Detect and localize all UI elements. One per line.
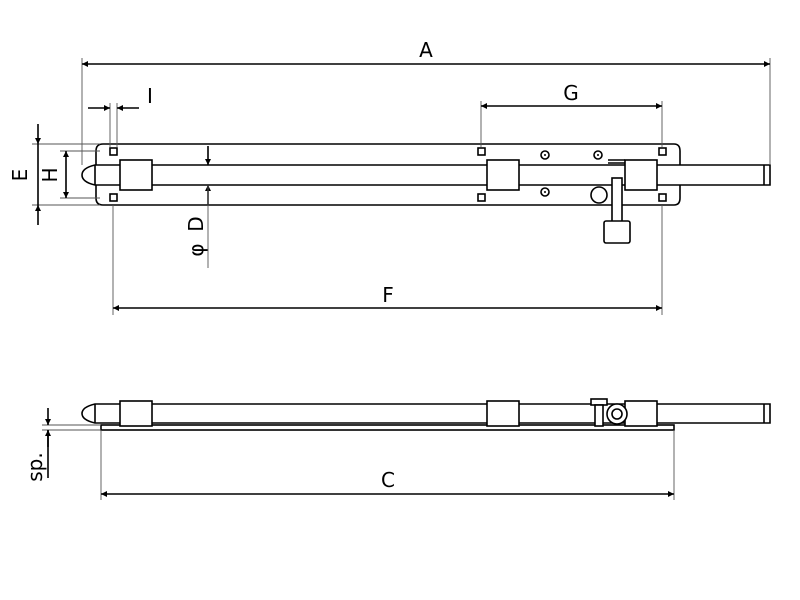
dimension-i: I [88, 84, 153, 147]
dimension-e-label: E [8, 169, 32, 182]
bolt-handle [590, 159, 631, 244]
dimension-c-label: C [381, 468, 395, 492]
side-guide-middle [486, 400, 520, 427]
side-bolt-handle [590, 398, 628, 427]
dimension-d: D φ [184, 146, 211, 268]
dimension-a: A [81, 38, 771, 165]
guide-left [119, 159, 153, 191]
side-guide-right [624, 400, 658, 427]
side-bolt-rod [81, 403, 771, 424]
side-base-plate [100, 424, 675, 431]
dimension-h: H [38, 150, 100, 199]
dimension-i-label: I [147, 84, 153, 108]
dimension-a-label: A [419, 38, 433, 62]
bolt-rod [81, 164, 771, 186]
dimension-sp-label: sp. [23, 452, 47, 481]
dimension-f: F [112, 205, 663, 315]
screw-holes [109, 147, 667, 202]
guide-middle [486, 159, 520, 191]
dimension-h-label: H [38, 167, 62, 182]
dimension-c: C [100, 430, 675, 500]
side-view [81, 398, 771, 431]
base-plate [95, 143, 681, 206]
side-guide-left [119, 400, 153, 427]
dimension-d-label: D [184, 216, 208, 231]
guide-right [624, 159, 658, 191]
dimension-e: E [8, 124, 100, 225]
diameter-symbol: φ [184, 243, 208, 256]
rivets [540, 150, 603, 197]
top-view [81, 143, 771, 244]
dimension-g: G [480, 81, 663, 147]
dimension-f-label: F [382, 283, 394, 307]
dimension-sp: sp. [23, 408, 101, 482]
dimension-g-label: G [563, 81, 579, 105]
